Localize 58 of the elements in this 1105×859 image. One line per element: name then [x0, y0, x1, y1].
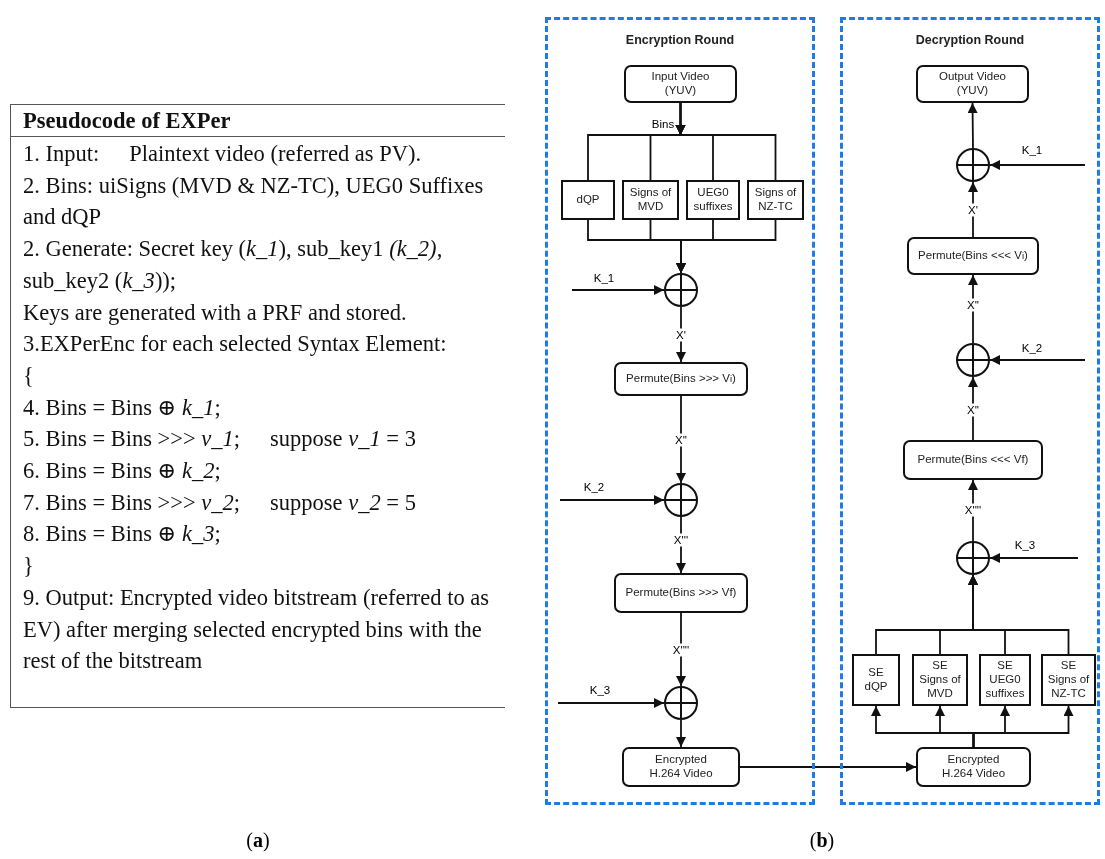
code-line: 8. Bins = Bins ⊕ k_3;	[23, 520, 221, 549]
edge-label: K_2	[582, 480, 606, 494]
edge-label: X'''	[672, 533, 690, 547]
bin-box: SE Signs of NZ-TC	[1041, 654, 1096, 706]
code-line: 4. Bins = Bins ⊕ k_1;	[23, 393, 221, 422]
edge-label: X'	[675, 328, 687, 342]
pseudocode-table	[10, 104, 505, 708]
code-line: 9. Output: Encrypted video bitstream (referred to as EV) after merging selected encrypted bins with the rest of the bitstream	[23, 583, 491, 676]
code-comment: suppose v_1 = 3	[270, 425, 416, 454]
edge-label: K_2	[1020, 341, 1044, 355]
code-line: }	[23, 552, 34, 581]
edge-label: X''	[965, 298, 981, 312]
xor-symbol	[956, 541, 990, 575]
edge-label: X'	[967, 203, 979, 217]
dashed-panel	[545, 17, 815, 805]
edge-label: K_1	[592, 271, 616, 285]
dashed-panel	[840, 17, 1100, 805]
process-box: Encrypted H.264 Video	[916, 747, 1031, 787]
panel-caption: (b)	[809, 828, 835, 852]
edge-label: K_3	[588, 683, 612, 697]
edge-label: K_1	[1020, 143, 1044, 157]
code-line: 7. Bins = Bins >>> v_2;	[23, 488, 241, 517]
panel-caption: (a)	[246, 828, 270, 852]
edge-label: K_3	[1013, 538, 1037, 552]
bin-box: SE Signs of MVD	[912, 654, 968, 706]
table-header: Pseudocode of EXPer	[11, 105, 505, 137]
edge-label: X''''	[963, 503, 983, 517]
process-box: Input Video (YUV)	[624, 65, 737, 103]
code-line: 2. Generate: Secret key (k_1), sub_key1 (k_2), sub_key2 (k_3));	[23, 235, 444, 295]
code-line: Keys are generated with a PRF and stored.	[23, 298, 407, 327]
edge-label: X''	[965, 403, 981, 417]
bin-box: SE UEG0 suffixes	[979, 654, 1031, 706]
xor-symbol	[664, 686, 698, 720]
bin-box: UEG0 suffixes	[686, 180, 740, 220]
code-comment: Plaintext video (referred as PV).	[129, 140, 422, 168]
bin-box: Signs of NZ-TC	[747, 180, 804, 220]
bin-box: SE dQP	[852, 654, 900, 706]
process-box: Permute(Bins >>> Vf)	[614, 573, 748, 613]
code-line: 6. Bins = Bins ⊕ k_2;	[23, 457, 221, 486]
edge-label: X''	[673, 433, 689, 447]
xor-symbol	[956, 343, 990, 377]
edge-label: X''''	[671, 643, 691, 657]
bin-box: Signs of MVD	[622, 180, 679, 220]
code-line: 3.EXPerEnc for each selected Syntax Element:	[23, 330, 447, 359]
code-line: 5. Bins = Bins >>> v_1;	[23, 425, 241, 454]
process-box: Permute(Bins <<< Vf)	[903, 440, 1043, 480]
code-line: 1. Input:	[23, 140, 100, 168]
bin-box: dQP	[561, 180, 615, 220]
panel-title: Encryption Round	[624, 33, 736, 47]
xor-symbol	[664, 483, 698, 517]
panel-title: Decryption Round	[914, 33, 1026, 47]
process-box: Output Video (YUV)	[916, 65, 1029, 103]
xor-symbol	[956, 148, 990, 182]
code-line: {	[23, 361, 34, 390]
xor-symbol	[664, 273, 698, 307]
code-comment: suppose v_2 = 5	[270, 488, 416, 517]
edge-label: Bins	[650, 117, 676, 131]
process-box: Encrypted H.264 Video	[622, 747, 740, 787]
